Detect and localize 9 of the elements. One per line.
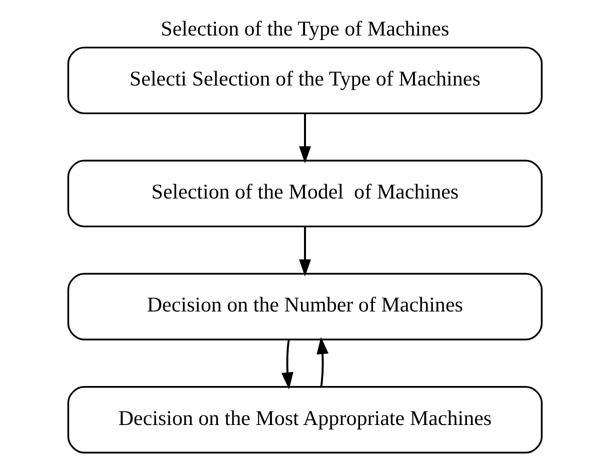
arrow [298,114,310,164]
node-box: Selection of the Model of Machines [66,160,542,228]
node-box: Decision on the Most Appropriate Machines [66,386,542,454]
node-box: Selecti Selection of the Type of Machines [66,46,542,114]
arrow [316,336,328,387]
node-box: Decision on the Number of Machines [66,272,542,340]
arrow [280,340,293,390]
arrow [298,226,310,276]
diagram-title: Selection of the Type of Machines [160,16,449,40]
